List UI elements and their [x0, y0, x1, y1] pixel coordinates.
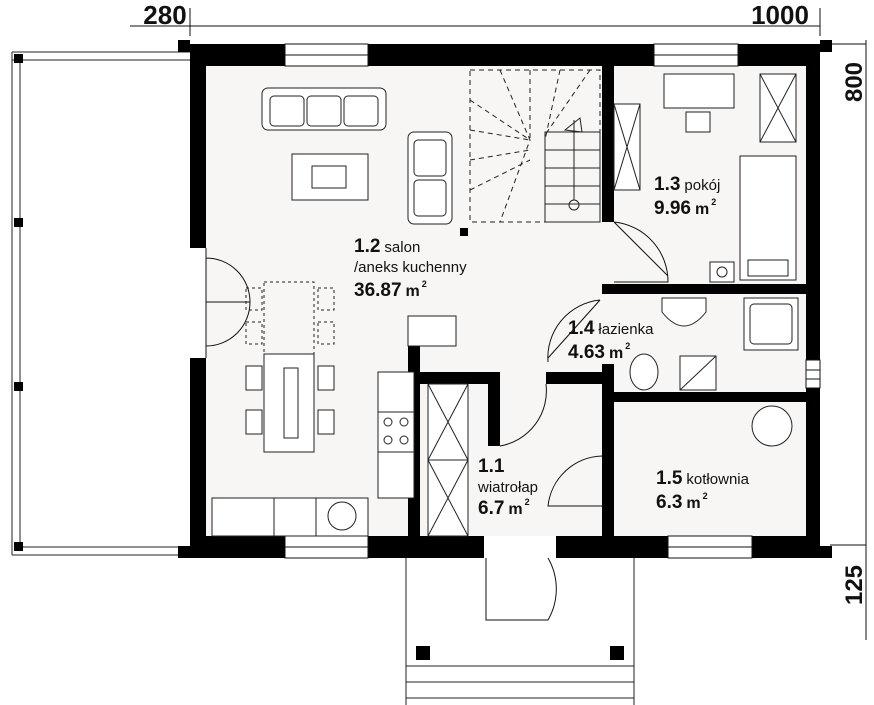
room-name: pokój — [684, 177, 720, 194]
dim-entrance-depth: 125 — [841, 565, 868, 605]
room-area: 4.63 — [568, 342, 605, 363]
room-number: 1.1 — [478, 456, 505, 477]
room-name: kotłownia — [686, 471, 749, 488]
room-name: salon — [384, 239, 420, 256]
room-unit: m — [406, 283, 420, 300]
stairs-solid — [544, 117, 601, 223]
room-number: 1.5 — [656, 468, 683, 489]
column — [460, 228, 468, 236]
terrace-posts — [14, 54, 23, 551]
room-unit: m — [508, 501, 522, 518]
dim-left-width: 280 — [143, 0, 186, 30]
dining-set — [245, 353, 335, 453]
stairs — [469, 69, 601, 223]
furniture-lazienka — [629, 297, 799, 391]
dim-main-width: 1000 — [751, 0, 809, 30]
room-area: 6.3 — [656, 492, 682, 513]
svg-text:6.3m2: 6.3m2 — [656, 491, 708, 513]
room-name: wiatrołap — [477, 479, 538, 496]
dimension-lines — [130, 8, 867, 640]
terrace — [11, 51, 190, 556]
room-name-2: /aneks kuchenny — [354, 259, 467, 276]
wardrobe — [427, 383, 469, 537]
exterior-walls — [178, 40, 832, 558]
room-unit: m — [609, 345, 623, 362]
room-unit: m — [695, 201, 709, 218]
dining-set-dashed — [245, 281, 335, 355]
dim-depth: 800 — [841, 62, 868, 102]
room-number: 1.3 — [654, 174, 680, 195]
entrance-posts — [416, 646, 624, 660]
room-name: łazienka — [598, 321, 654, 338]
room-unit-sup: 2 — [703, 491, 708, 501]
room-area: 36.87 — [354, 280, 402, 301]
room-area: 6.7 — [478, 498, 504, 519]
room-unit-sup: 2 — [525, 497, 530, 507]
entrance — [405, 558, 635, 705]
furniture-kotlownia — [751, 405, 793, 447]
room-unit-sup: 2 — [625, 341, 630, 351]
doors — [205, 221, 669, 621]
room-unit: m — [686, 495, 700, 512]
room-number: 1.2 — [354, 236, 380, 257]
room-unit-sup: 2 — [711, 197, 716, 207]
furniture-salon — [261, 87, 453, 225]
furniture-pokoj — [613, 73, 797, 283]
room-area: 9.96 — [654, 198, 691, 219]
room-number: 1.4 — [568, 318, 595, 339]
room-unit-sup: 2 — [422, 279, 427, 289]
kitchen — [211, 315, 457, 537]
svg-text:6.7m2: 6.7m2 — [478, 497, 530, 519]
windows — [284, 43, 821, 559]
